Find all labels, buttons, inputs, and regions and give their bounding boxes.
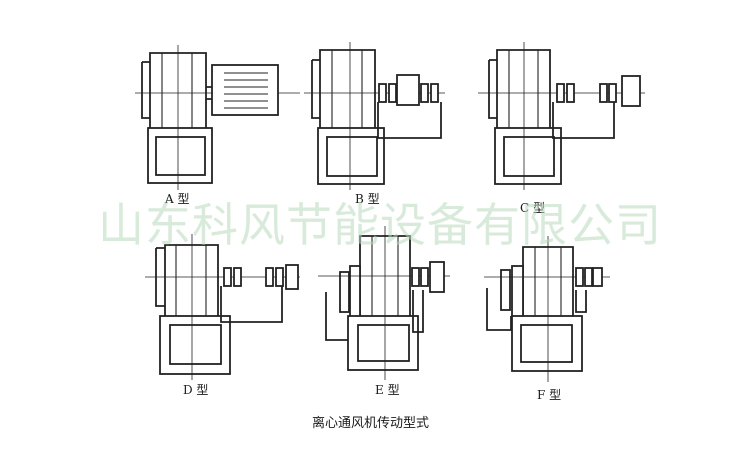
fan-b (304, 42, 445, 190)
fan-f (484, 236, 610, 382)
fan-a (135, 45, 300, 190)
figure-caption: 离心通风机传动型式 (312, 415, 429, 431)
fan-d (145, 234, 300, 380)
company-watermark: 山东科风节能设备有限公司 (98, 198, 662, 252)
label-b: B 型 (355, 192, 380, 206)
label-f: F 型 (537, 388, 561, 402)
label-d: D 型 (183, 383, 208, 397)
label-c: C 型 (520, 201, 545, 215)
fan-c (478, 42, 645, 190)
label-a: A 型 (164, 192, 189, 206)
fan-e (318, 226, 450, 380)
label-e: E 型 (375, 383, 400, 397)
